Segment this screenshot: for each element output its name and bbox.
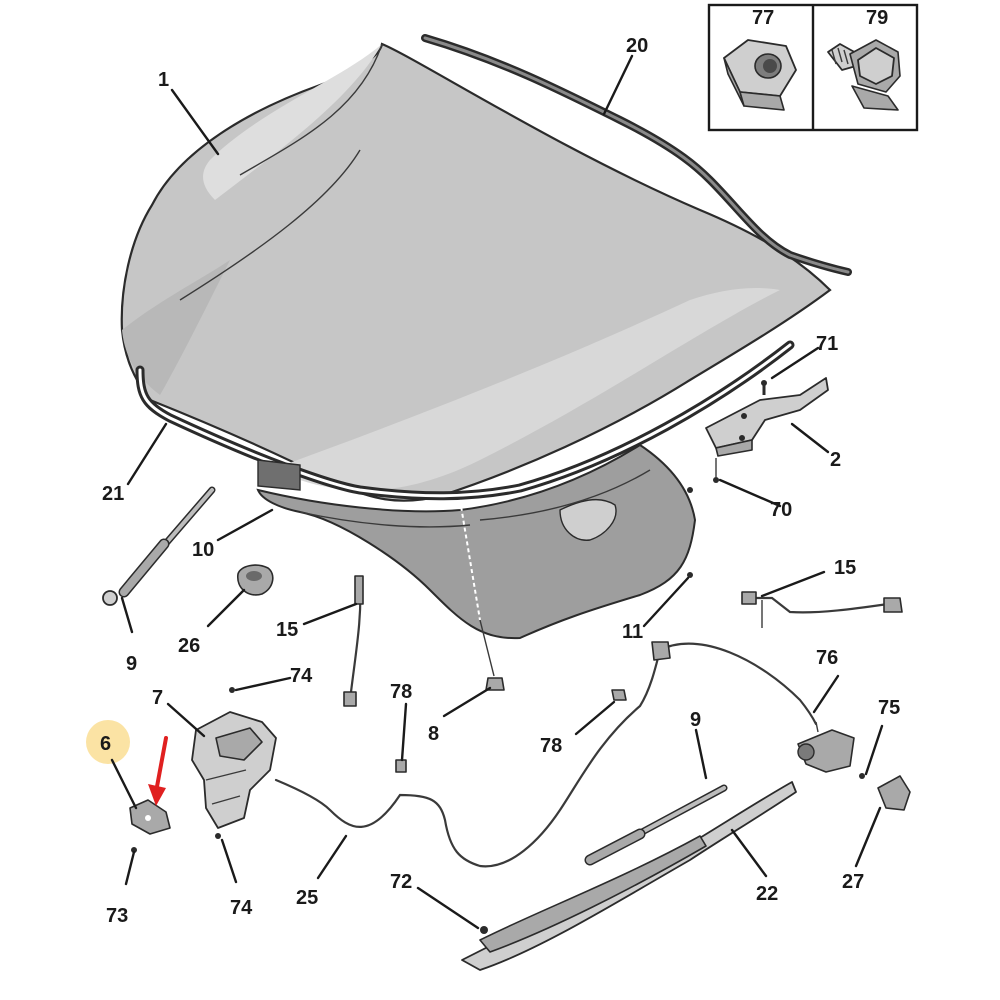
callout-15-left: 15: [276, 619, 298, 641]
callout-15-right: 15: [834, 557, 856, 579]
callout-26: 26: [178, 635, 200, 657]
callout-labels: 77 79 1 20 71 2 70 21 10 15 9 26 15 11 7…: [100, 7, 900, 927]
callout-76: 76: [816, 647, 838, 669]
callout-1: 1: [158, 69, 169, 91]
hood-lock: [797, 721, 855, 773]
callout-22: 22: [756, 883, 778, 905]
highlight-circle: [86, 720, 130, 764]
safety-catch: [129, 799, 171, 853]
callout-6: 6: [100, 733, 111, 755]
callout-74-bottom: 74: [230, 897, 253, 919]
rear-seal: [421, 34, 852, 276]
callout-25: 25: [296, 887, 318, 909]
callout-9-right: 9: [690, 709, 701, 731]
hood-striker: [859, 773, 911, 811]
callout-11: 11: [622, 621, 643, 643]
callout-78-right: 78: [540, 735, 562, 757]
washer-pipe-left: [343, 575, 364, 707]
callout-72: 72: [390, 871, 412, 893]
callout-20: 20: [626, 35, 648, 57]
red-arrow-icon: [148, 736, 168, 806]
lock-bracket: [191, 687, 277, 839]
callout-71: 71: [816, 333, 838, 355]
callout-27: 27: [842, 871, 864, 893]
nut-icon: [723, 39, 797, 111]
callout-78-left: 78: [390, 681, 412, 703]
leader-lines: [110, 54, 884, 930]
hood-hinge: [705, 377, 829, 483]
callout-8: 8: [428, 723, 439, 745]
callout-21: 21: [102, 483, 124, 505]
washer-pipe-right: [741, 591, 903, 628]
gas-strut-left: [102, 486, 216, 606]
callout-73: 73: [106, 905, 128, 927]
callout-74-top: 74: [290, 665, 313, 687]
callout-77: 77: [752, 7, 774, 29]
hood-insulation: [256, 443, 697, 640]
bolt-icon: [827, 39, 901, 111]
release-cable: [274, 641, 818, 868]
callout-75: 75: [878, 697, 900, 719]
callout-10: 10: [192, 539, 214, 561]
callout-79: 79: [866, 7, 888, 29]
fastener-inset: [707, 3, 919, 132]
callout-2: 2: [830, 449, 841, 471]
front-seal: [135, 340, 795, 501]
callout-9-left: 9: [126, 653, 137, 675]
hood-panel: [120, 42, 832, 502]
front-trim: [461, 781, 797, 971]
callout-70: 70: [770, 499, 792, 521]
gas-strut-right: [584, 784, 728, 866]
callout-7: 7: [152, 687, 163, 709]
